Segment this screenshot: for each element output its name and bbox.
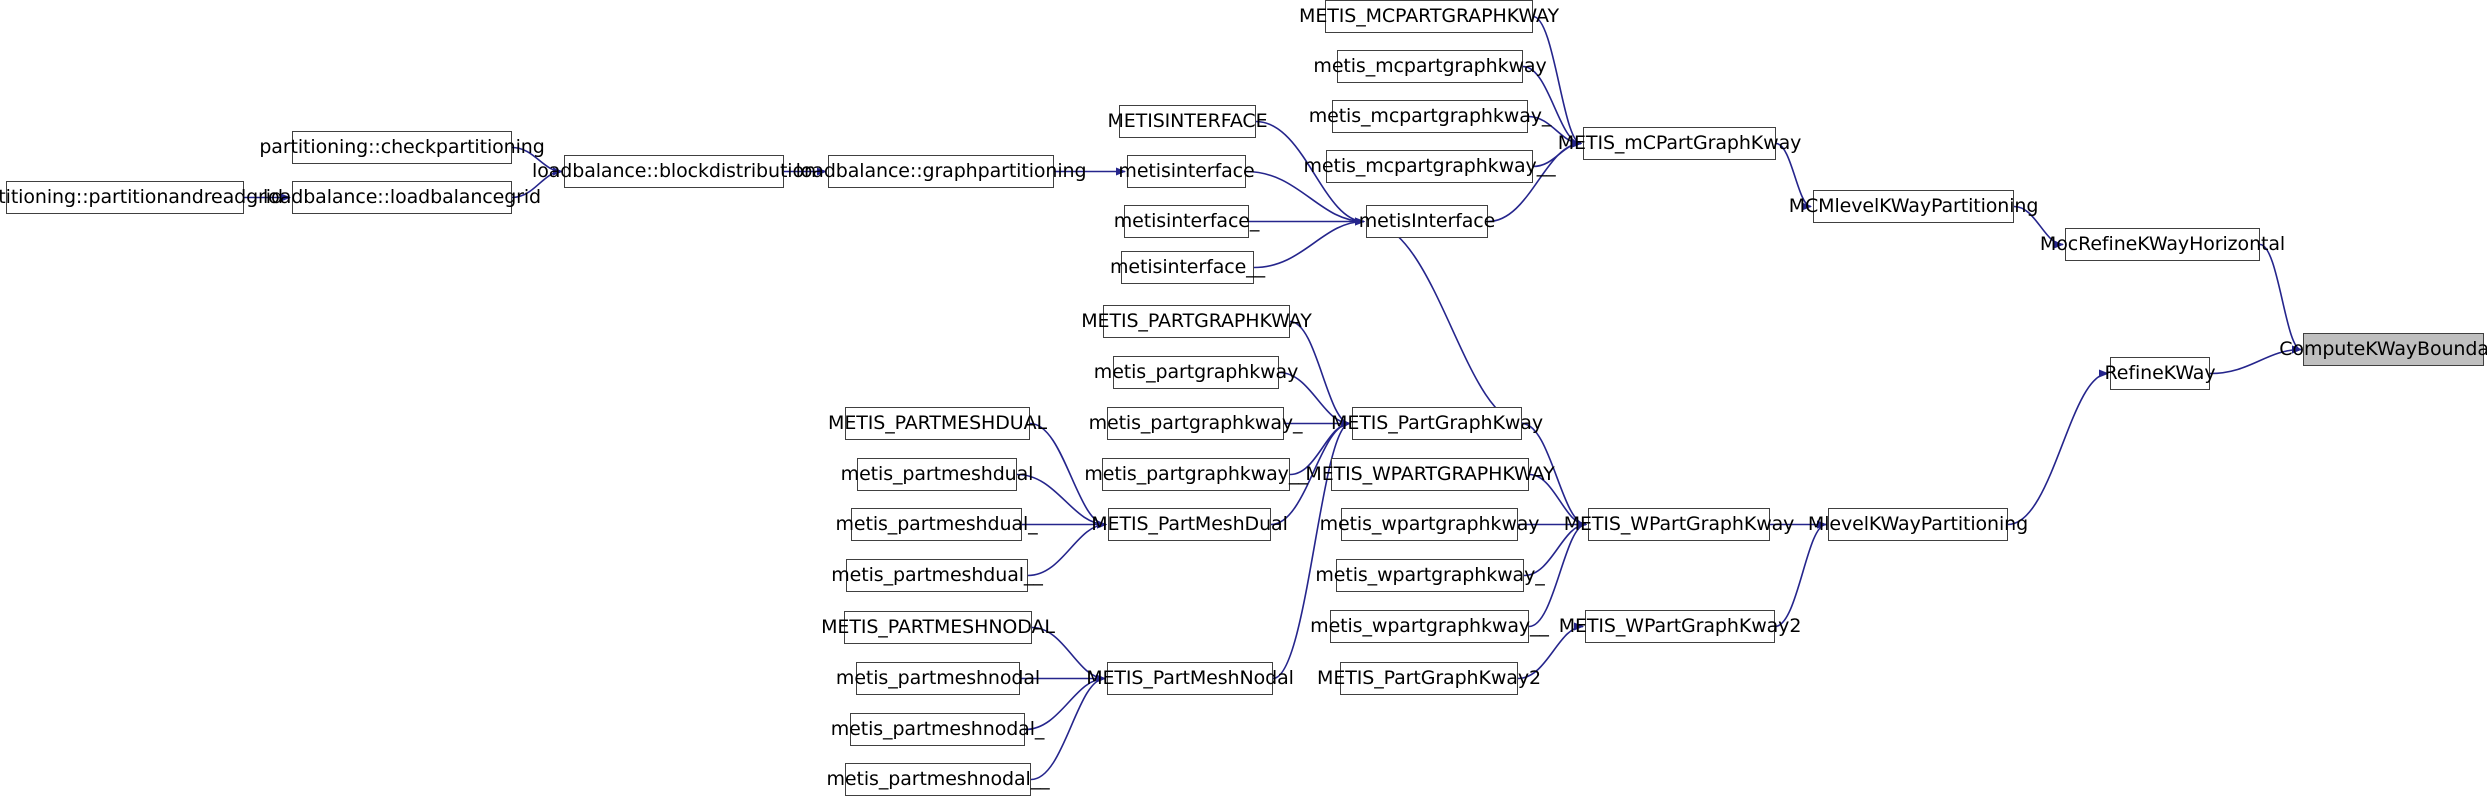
graph-node-label: METIS_PARTMESHDUAL: [828, 412, 1047, 434]
graph-node[interactable]: metis_partmeshnodal__: [827, 763, 1050, 796]
graph-node-label: metisinterface: [1118, 160, 1255, 182]
graph-node-label: METIS_WPartGraphKway2: [1558, 615, 1802, 637]
graph-edge: [1289, 320, 1351, 428]
graph-node-label: metis_wpartgraphkway__: [1310, 615, 1549, 637]
graph-node[interactable]: metis_partmeshnodal_: [831, 713, 1044, 746]
graph-node-label: metis_partgraphkway: [1093, 361, 1299, 383]
graph-node[interactable]: loadbalance::loadbalancegrid: [263, 181, 541, 214]
graph-node[interactable]: RefineKWay: [2105, 357, 2216, 390]
graph-node-label: METIS_PartGraphKway2: [1317, 667, 1541, 689]
graph-node[interactable]: metis_mcpartgraphkway: [1313, 50, 1547, 83]
graph-node[interactable]: metis_partgraphkway__: [1084, 458, 1308, 491]
graph-node-label: METIS_PartMeshDual: [1091, 513, 1288, 535]
graph-node-label: RefineKWay: [2104, 362, 2216, 384]
graph-node[interactable]: metis_wpartgraphkway: [1320, 508, 1540, 541]
graph-node-label: METISINTERFACE: [1107, 110, 1268, 132]
graph-node-label: metis_mcpartgraphkway_: [1308, 105, 1552, 127]
graph-node-label: metis_partgraphkway_: [1088, 412, 1303, 434]
graph-node[interactable]: metis_partmeshdual: [841, 458, 1033, 491]
graph-node[interactable]: METIS_PartMeshNodal: [1086, 662, 1294, 695]
graph-node-label: metis_partmeshdual: [840, 463, 1034, 485]
graph-node-label: METIS_mCPartGraphKway: [1557, 132, 1802, 154]
graph-node-label: loadbalance::graphpartitioning: [795, 160, 1087, 182]
graph-node[interactable]: METISINTERFACE: [1107, 105, 1268, 138]
graph-node-label: METIS_PARTGRAPHKWAY: [1081, 310, 1312, 332]
graph-node-label: METIS_PartMeshNodal: [1086, 667, 1294, 689]
graph-node-label: metis_mcpartgraphkway: [1313, 55, 1547, 77]
graph-node[interactable]: METIS_PARTGRAPHKWAY: [1081, 305, 1312, 338]
graph-node-label: loadbalance::loadbalancegrid: [262, 186, 542, 208]
graph-node-label: metis_mcpartgraphkway__: [1303, 155, 1556, 177]
graph-node-label: metisinterface_: [1113, 210, 1260, 232]
graph-node-label: MlevelKWayPartitioning: [1807, 513, 2029, 535]
graph-node-label: METIS_WPartGraphKway: [1563, 513, 1795, 535]
graph-node[interactable]: METIS_WPartGraphKway2: [1559, 610, 1801, 643]
graph-node-label: metis_partmeshnodal: [835, 667, 1041, 689]
graph-node-label: loadbalance::blockdistribution: [532, 160, 816, 182]
graph-edge: [1253, 217, 1365, 269]
graph-node-label: metisInterface: [1358, 210, 1496, 232]
graph-edge: [2007, 369, 2109, 526]
graph-node[interactable]: metis_wpartgraphkway_: [1315, 559, 1545, 592]
graph-node-label: metis_partmeshdual__: [831, 564, 1043, 586]
graph-node[interactable]: metis_wpartgraphkway__: [1310, 610, 1549, 643]
graph-node[interactable]: MlevelKWayPartitioning: [1808, 508, 2028, 541]
graph-node[interactable]: partitioning::partitionandreadgrid: [0, 181, 283, 214]
graph-node[interactable]: METIS_PartMeshDual: [1091, 508, 1288, 541]
graph-node-label: metis_partmeshnodal_: [830, 718, 1045, 740]
graph-node-label: METIS_PartGraphKway: [1331, 412, 1543, 434]
graph-node[interactable]: loadbalance::graphpartitioning: [796, 155, 1087, 188]
graph-node[interactable]: metisInterface: [1359, 205, 1495, 238]
graph-edge: [2259, 243, 2302, 354]
graph-node-label: metis_wpartgraphkway: [1319, 513, 1540, 535]
graph-node[interactable]: METIS_WPARTGRAPHKWAY: [1305, 458, 1555, 491]
graph-node-label: MCMlevelKWayPartitioning: [1788, 195, 2039, 217]
graph-node-label: METIS_MCPARTGRAPHKWAY: [1299, 5, 1559, 27]
graph-node[interactable]: metis_partmeshnodal: [836, 662, 1040, 695]
graph-node[interactable]: MocRefineKWayHorizontal: [2040, 228, 2285, 261]
graph-node-label: metis_wpartgraphkway_: [1315, 564, 1545, 586]
graph-node[interactable]: MCMlevelKWayPartitioning: [1789, 190, 2038, 223]
graph-node[interactable]: metis_partgraphkway: [1094, 356, 1298, 389]
graph-node[interactable]: METIS_WPartGraphKway: [1564, 508, 1794, 541]
graph-node-label: metis_partgraphkway__: [1084, 463, 1308, 485]
graph-node-label: METIS_PARTMESHNODAL: [821, 616, 1055, 638]
graph-node[interactable]: metisinterface: [1118, 155, 1255, 188]
graph-edge: [1774, 520, 1827, 628]
graph-node[interactable]: METIS_PARTMESHDUAL: [828, 407, 1047, 440]
graph-node[interactable]: ComputeKWayBoundary: [2279, 333, 2487, 366]
graph-node-label: ComputeKWayBoundary: [2279, 338, 2487, 360]
graph-node-label: partitioning::checkpartitioning: [259, 136, 545, 158]
graph-node[interactable]: metis_mcpartgraphkway__: [1304, 150, 1556, 183]
graph-node[interactable]: metis_partmeshdual_: [835, 508, 1038, 541]
graph-node[interactable]: metis_partmeshdual__: [831, 559, 1043, 592]
graph-node[interactable]: metis_partgraphkway_: [1089, 407, 1303, 440]
graph-node-label: metisinterface__: [1110, 256, 1265, 278]
graph-node[interactable]: metisinterface_: [1114, 205, 1259, 238]
graph-node[interactable]: partitioning::checkpartitioning: [259, 131, 545, 164]
graph-node-label: metis_partmeshdual_: [835, 513, 1038, 535]
graph-node-label: metis_partmeshnodal__: [826, 768, 1050, 790]
graph-node[interactable]: METIS_PartGraphKway2: [1317, 662, 1541, 695]
graph-node[interactable]: METIS_mCPartGraphKway: [1558, 127, 1801, 160]
graph-node[interactable]: metisinterface__: [1110, 251, 1265, 284]
graph-node[interactable]: METIS_MCPARTGRAPHKWAY: [1299, 0, 1559, 33]
graph-node[interactable]: METIS_PARTMESHNODAL: [821, 611, 1055, 644]
graph-node[interactable]: metis_mcpartgraphkway_: [1309, 100, 1551, 133]
graph-node-label: partitioning::partitionandreadgrid: [0, 186, 283, 208]
graph-node-label: METIS_WPARTGRAPHKWAY: [1305, 463, 1555, 485]
graph-node[interactable]: METIS_PartGraphKway: [1331, 407, 1543, 440]
graph-node-label: MocRefineKWayHorizontal: [2039, 233, 2286, 255]
graph-node[interactable]: loadbalance::blockdistribution: [532, 155, 816, 188]
graph-edge: [1365, 220, 1525, 428]
